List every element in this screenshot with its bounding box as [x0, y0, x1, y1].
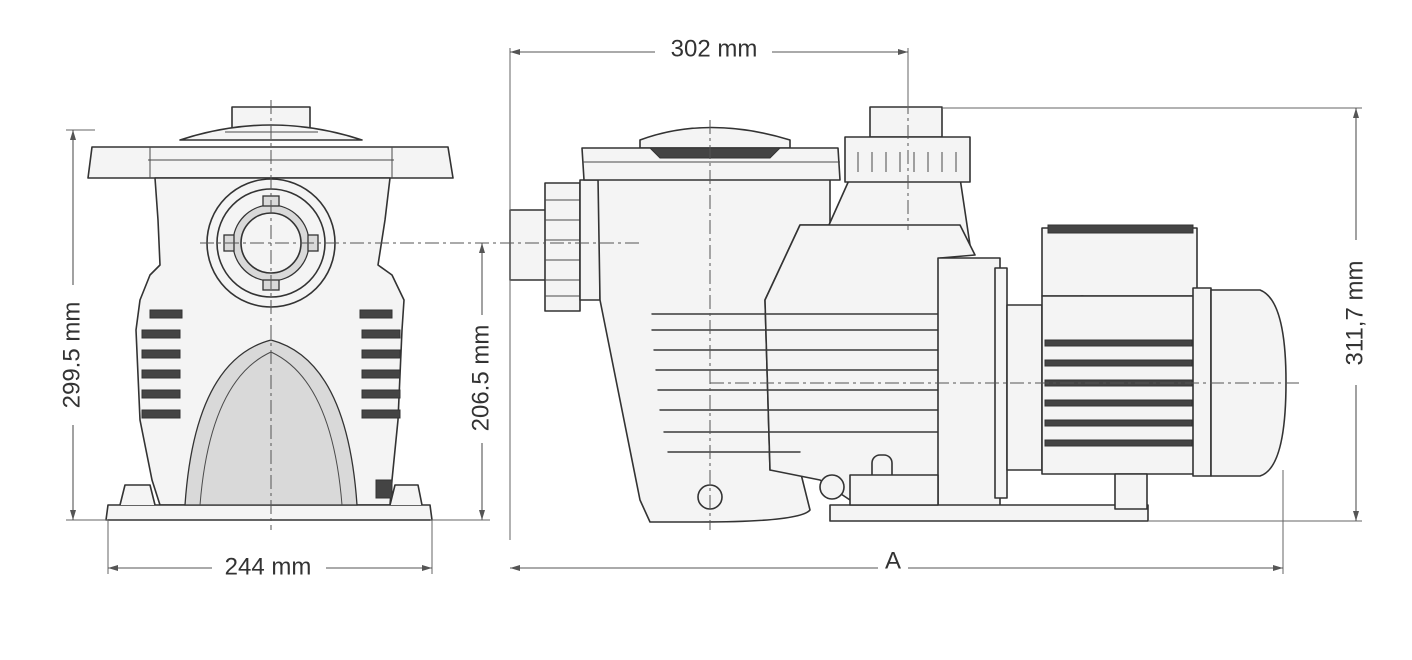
side-inlet-union: [544, 182, 581, 312]
left-grille: [141, 309, 183, 419]
dim-length-top: 302 mm: [671, 35, 758, 62]
side-view: [500, 100, 1300, 530]
drain-plug-2: [819, 474, 845, 500]
dim-inlet-height: 206.5 mm: [467, 325, 494, 432]
right-grille: [359, 309, 401, 419]
pump-base: [105, 504, 433, 521]
dim-overall-length: A: [885, 547, 901, 574]
dimension-lines: [66, 48, 1362, 574]
dim-width-front: 244 mm: [225, 553, 312, 580]
terminal-box: [1041, 227, 1198, 297]
cooling-fins: [651, 313, 941, 453]
dim-height-front: 299.5 mm: [58, 302, 85, 409]
side-lid-dome: [639, 126, 791, 149]
side-inlet-pipe: [509, 209, 551, 281]
motor-ribs: [1044, 339, 1193, 447]
dim-height-side: 311,7 mm: [1341, 261, 1368, 366]
central-arch: [184, 339, 358, 506]
front-view: [87, 100, 500, 530]
side-base: [829, 504, 1149, 522]
outlet-pipe: [869, 106, 943, 138]
